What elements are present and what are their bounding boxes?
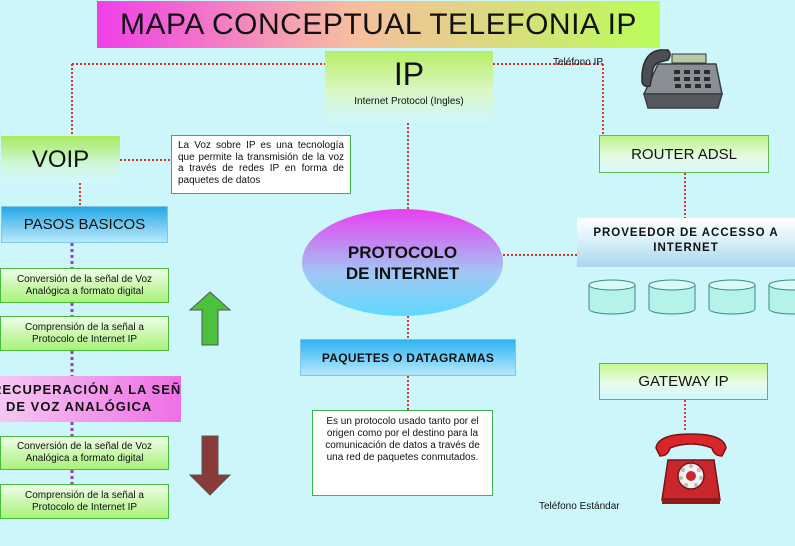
- ip-label: IP: [393, 56, 425, 92]
- proveedor-node: PROVEEDOR DE ACCESSO A INTERNET: [577, 218, 795, 267]
- telefono-estandar-label: Teléfono Estándar: [539, 501, 620, 512]
- router-node: ROUTER ADSL: [599, 135, 769, 173]
- ip-node: IP Internet Protocol (Ingles): [325, 51, 493, 123]
- pasos-basicos-node: PASOS BASICOS: [1, 206, 168, 243]
- ip-subtitle: Internet Protocol (Ingles): [354, 96, 464, 107]
- database-icon: [588, 279, 636, 315]
- recup-step-2: Comprensión de la señal a Protocolo de I…: [0, 484, 169, 519]
- arrow-down-icon: [188, 435, 232, 496]
- database-icon: [708, 279, 756, 315]
- proveedor-line2: INTERNET: [653, 242, 719, 254]
- pasos-step-1: Conversión de la señal de Voz Analógica …: [0, 268, 169, 303]
- recup-step-1: Conversión de la señal de Voz Analógica …: [0, 436, 169, 470]
- paquetes-node: PAQUETES O DATAGRAMAS: [300, 339, 516, 376]
- database-icon: [648, 279, 696, 315]
- recuperacion-label-line2: DE VOZ ANALÓGICA: [6, 399, 153, 414]
- voip-node: VOIP: [1, 136, 120, 183]
- protocolo-line2: DE INTERNET: [345, 263, 460, 283]
- standard-phone-icon: [655, 433, 727, 504]
- ip-phone-icon: [641, 49, 723, 109]
- protocolo-node: PROTOCOLO DE INTERNET: [302, 209, 503, 316]
- recuperacion-node: RECUPERACIÓN A LA SEÑAL DE VOZ ANALÓGICA: [0, 376, 181, 422]
- voip-description: La Voz sobre IP es una tecnología que pe…: [171, 135, 351, 194]
- paquetes-description: Es un protocolo usado tanto por el orige…: [312, 410, 493, 496]
- database-icon: [768, 279, 795, 315]
- recuperacion-label-line1: RECUPERACIÓN A LA SEÑAL: [0, 382, 181, 397]
- arrow-up-icon: [188, 291, 232, 346]
- map-title: MAPA CONCEPTUAL TELEFONIA IP: [97, 1, 660, 48]
- telefono-ip-label: Teléfono IP: [553, 57, 604, 68]
- gateway-node: GATEWAY IP: [599, 363, 768, 400]
- proveedor-line1: PROVEEDOR DE ACCESSO A: [593, 227, 779, 239]
- pasos-step-2: Comprensión de la señal a Protocolo de I…: [0, 316, 169, 351]
- protocolo-line1: PROTOCOLO: [347, 242, 458, 262]
